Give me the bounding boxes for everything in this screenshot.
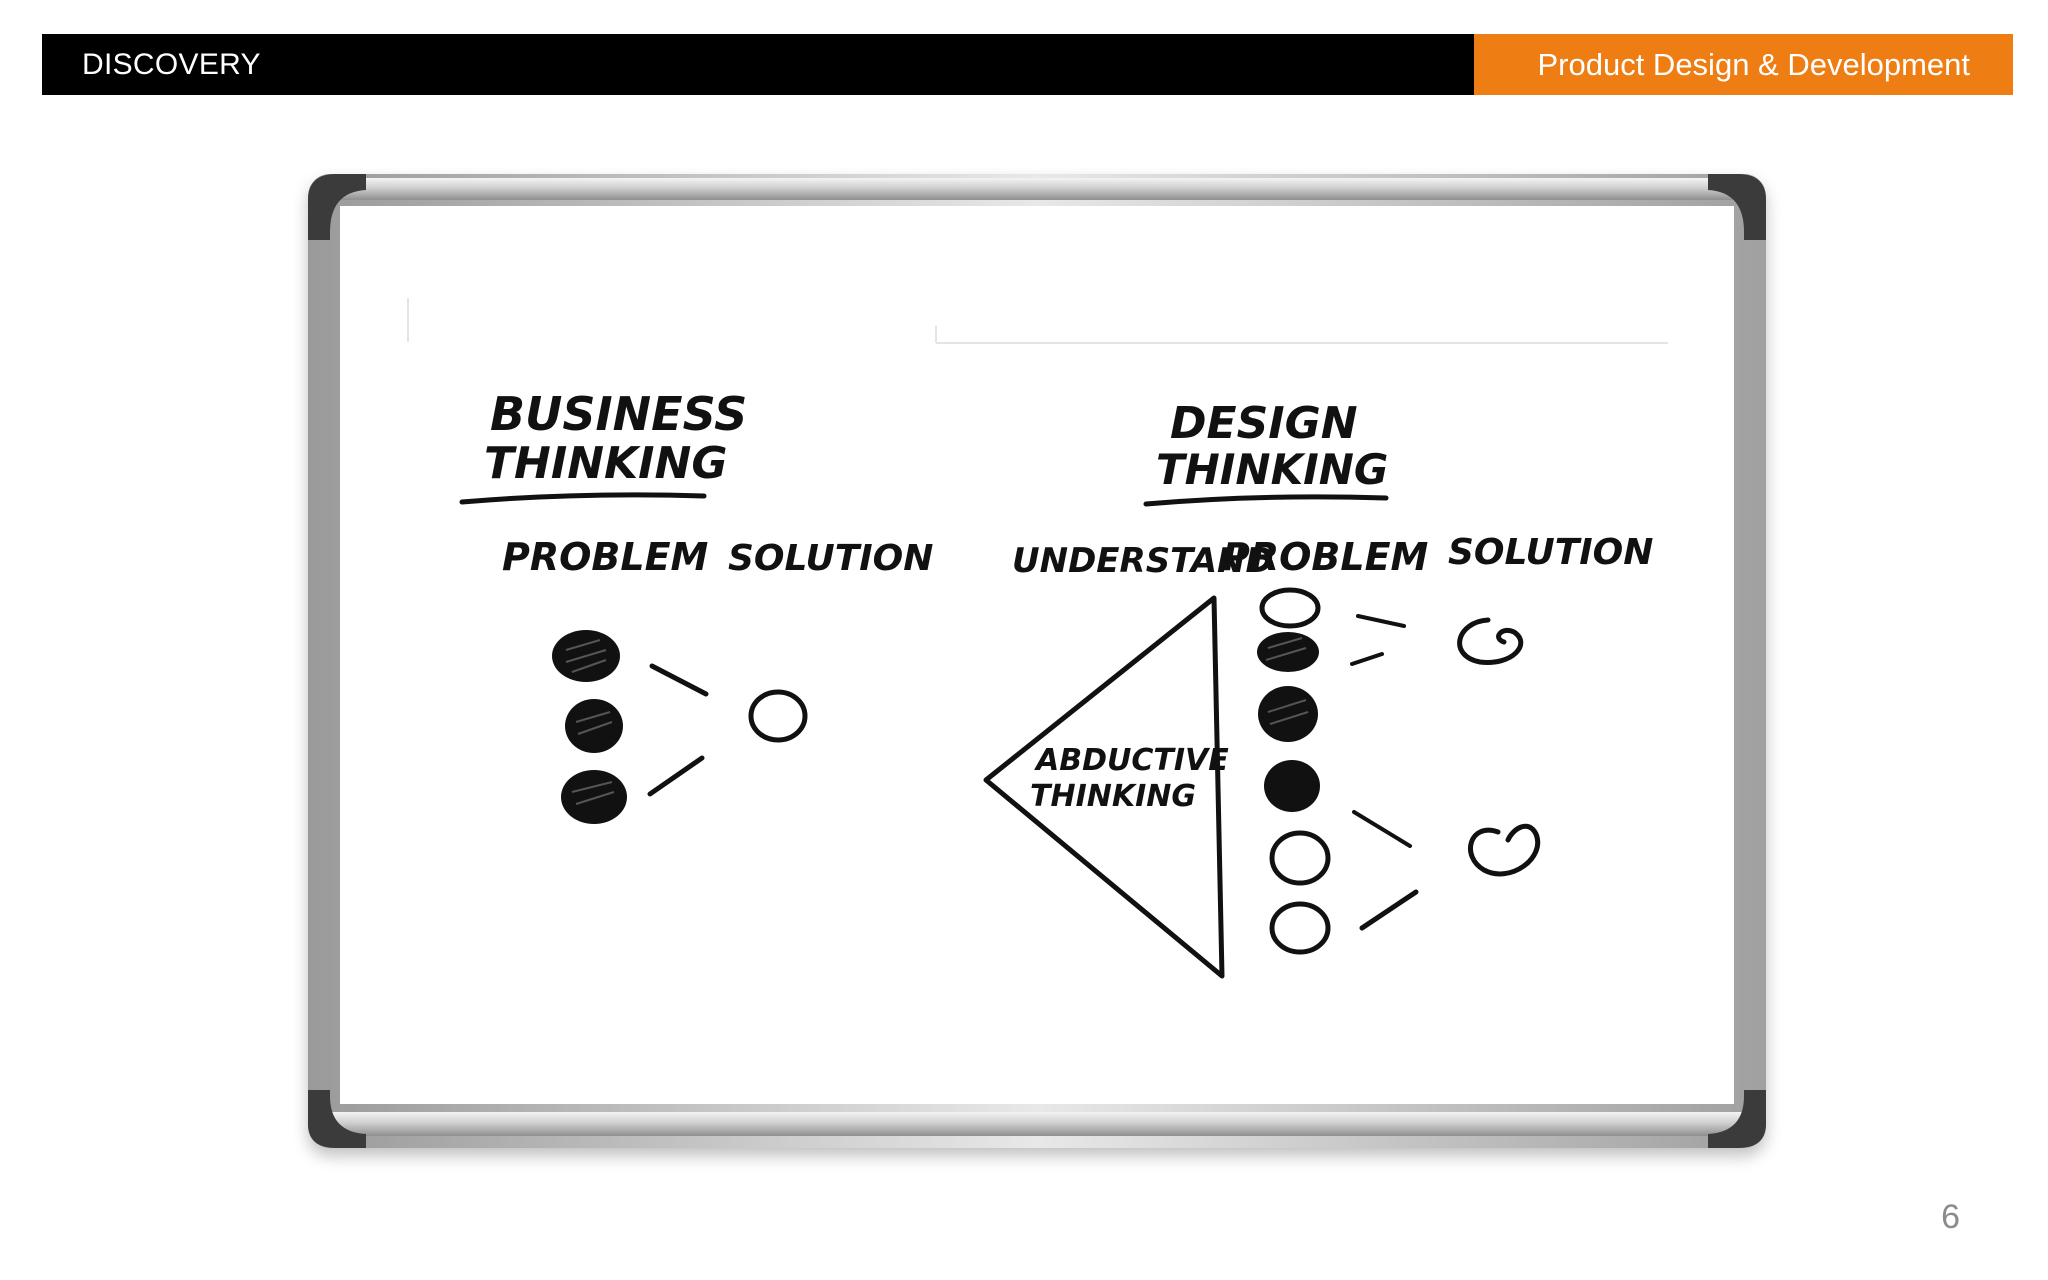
triangle-label-line1: ABDUCTIVE xyxy=(1034,743,1229,778)
section-title: DISCOVERY xyxy=(82,47,261,81)
business-thinking-section: BUSINESS THINKING PROBLEM SOLUTION xyxy=(459,387,933,824)
course-title: Product Design & Development xyxy=(1537,46,1970,82)
solution-circle xyxy=(1457,617,1524,665)
problem-circle-open xyxy=(1259,587,1321,629)
problem-dot xyxy=(1257,632,1319,672)
problem-circle-open xyxy=(1269,830,1331,886)
design-col-solution: SOLUTION xyxy=(1448,532,1653,573)
triangle-label-line2: THINKING xyxy=(1030,779,1196,814)
problem-circle-open xyxy=(1269,901,1331,955)
business-title-line1: BUSINESS xyxy=(490,387,747,441)
design-title-line2: THINKING xyxy=(1156,445,1388,494)
business-col-problem: PROBLEM xyxy=(502,535,709,579)
problem-dot xyxy=(1264,760,1320,812)
section-header-bar: DISCOVERY xyxy=(42,34,1474,95)
problem-dot xyxy=(1258,686,1318,742)
solution-circle xyxy=(748,689,808,743)
problem-dot xyxy=(565,699,623,753)
design-thinking-section: DESIGN THINKING UNDERSTAND PROBLEM SOLUT… xyxy=(983,398,1653,979)
solution-circle xyxy=(1468,823,1541,877)
business-col-solution: SOLUTION xyxy=(728,538,933,579)
whiteboard-frame xyxy=(308,174,1766,1148)
business-title-line2: THINKING xyxy=(484,438,727,489)
design-col-problem: PROBLEM xyxy=(1222,535,1429,579)
design-col-understand: UNDERSTAND xyxy=(1012,541,1274,581)
course-title-bar: Product Design & Development xyxy=(1474,34,2013,95)
page-number: 6 xyxy=(1941,1198,1960,1236)
problem-dot xyxy=(561,770,627,824)
design-title-line1: DESIGN xyxy=(1170,398,1358,449)
